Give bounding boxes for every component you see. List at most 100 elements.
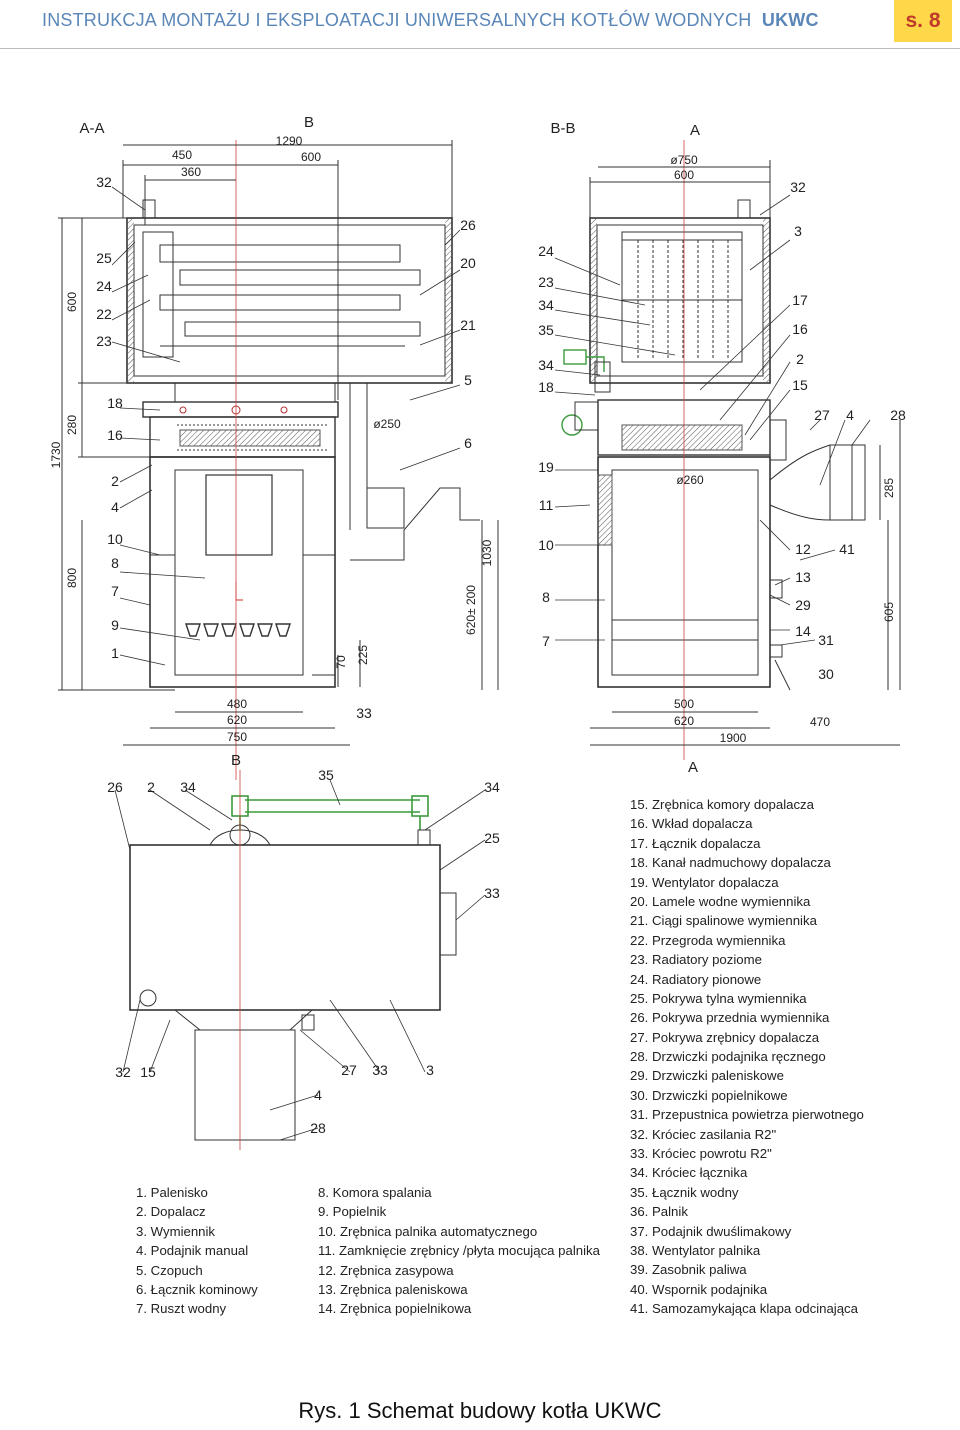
dim-label: 605 <box>882 602 896 622</box>
legend-item: 21. Ciągi spalinowe wymiennika <box>630 913 817 929</box>
legend-item: 22. Przegroda wymiennika <box>630 932 786 948</box>
callout: 26 <box>460 217 476 233</box>
dim-label: 600 <box>301 150 321 164</box>
legend-item: 28. Drzwiczki podajnika ręcznego <box>630 1049 826 1065</box>
legend-item: 29. Drzwiczki paleniskowe <box>630 1068 784 1084</box>
callout: 14 <box>795 623 811 639</box>
callout: 18 <box>538 379 554 395</box>
callout: 18 <box>107 395 123 411</box>
legend-item: 39. Zasobnik paliwa <box>630 1262 747 1278</box>
callout: 15 <box>792 377 808 393</box>
figure-caption: Rys. 1 Schemat budowy kotła UKWC <box>298 1398 662 1423</box>
dim-label: 620 <box>227 713 247 727</box>
dim-label: ø260 <box>676 473 704 487</box>
top-view <box>129 770 457 1150</box>
legend-item: 8. Komora spalania <box>318 1185 432 1200</box>
legend-item: 27. Pokrywa zrębnicy dopalacza <box>630 1029 820 1045</box>
callout: 10 <box>538 537 554 553</box>
callout: 31 <box>818 632 834 648</box>
callout: 19 <box>538 459 554 475</box>
legend-item: 17. Łącznik dopalacza <box>630 835 761 851</box>
callout: 32 <box>96 174 112 190</box>
callout: 34 <box>180 779 196 795</box>
callout: 2 <box>796 351 804 367</box>
legend-item: 1. Palenisko <box>136 1185 208 1200</box>
dim-label: 600 <box>674 168 694 182</box>
dim-label: 360 <box>181 165 201 179</box>
dim-label: 750 <box>227 730 247 744</box>
legend-item: 19. Wentylator dopalacza <box>630 874 779 890</box>
callout: 34 <box>538 297 554 313</box>
dim-label: 1290 <box>276 134 303 148</box>
legend-item: 24. Radiatory pionowe <box>630 971 762 987</box>
callout: 28 <box>890 407 906 423</box>
legend-column-3: 15. Zrębnica komory dopalacza 16. Wkład … <box>630 795 864 1319</box>
dim-label: 450 <box>172 148 192 162</box>
legend-item: 31. Przepustnica powietrza pierwotnego <box>630 1107 864 1123</box>
callout: 34 <box>484 779 500 795</box>
legend-item: 38. Wentylator palnika <box>630 1242 761 1258</box>
dim-label: 225 <box>356 645 370 665</box>
dim-label: 600 <box>65 292 79 312</box>
callout: 16 <box>107 427 123 443</box>
legend-item: 4. Podajnik manual <box>136 1243 249 1259</box>
callout: 32 <box>790 179 806 195</box>
legend-item: 37. Podajnik dwuślimakowy <box>630 1223 792 1239</box>
dim-label: ø750 <box>670 153 698 167</box>
callout: 8 <box>542 589 550 605</box>
callout: 24 <box>538 243 554 259</box>
legend-item: 30. Drzwiczki popielnikowe <box>630 1087 788 1103</box>
dim-label: 70 <box>334 655 348 669</box>
callout: 32 <box>115 1064 131 1080</box>
callout: 12 <box>795 541 811 557</box>
callout: 33 <box>484 885 500 901</box>
callout: 41 <box>839 541 855 557</box>
legend-item: 16. Wkład dopalacza <box>630 816 753 832</box>
callout: 6 <box>464 435 472 451</box>
legend-item: 34. Króciec łącznika <box>630 1165 748 1181</box>
callout: 8 <box>111 555 119 571</box>
callout: 7 <box>111 583 119 599</box>
section-marker-b: B <box>304 114 314 131</box>
section-label-bb: B-B <box>550 120 575 137</box>
legend-item: 14. Zrębnica popielnikowa <box>318 1301 472 1317</box>
dim-label: 620± 200 <box>464 585 478 635</box>
legend-item: 33. Króciec powrotu R2" <box>630 1146 772 1162</box>
callout: 3 <box>426 1062 434 1078</box>
legend-item: 9. Popielnik <box>318 1204 387 1220</box>
page-header: INSTRUKCJA MONTAŻU I EKSPLOATACJI UNIWER… <box>0 0 960 49</box>
callout: 20 <box>460 255 476 271</box>
section-aa-view <box>58 140 499 780</box>
callout: 10 <box>107 531 123 547</box>
dim-label: 500 <box>674 697 694 711</box>
callout: 9 <box>111 617 119 633</box>
section-marker-a: A <box>688 759 698 776</box>
section-marker-b: B <box>231 752 241 769</box>
callout: 13 <box>795 569 811 585</box>
callout: 4 <box>111 499 119 515</box>
callout: 35 <box>318 767 334 783</box>
callout: 22 <box>96 306 112 322</box>
leader-lines <box>111 186 871 1141</box>
legend-item: 5. Czopuch <box>136 1262 203 1278</box>
legend-item: 35. Łącznik wodny <box>630 1184 739 1200</box>
callout: 29 <box>795 597 811 613</box>
legend-item: 25. Pokrywa tylna wymiennika <box>630 990 807 1006</box>
document-title: INSTRUKCJA MONTAŻU I EKSPLOATACJI UNIWER… <box>42 10 819 30</box>
dim-label: 1730 <box>49 441 63 468</box>
callout: 11 <box>539 497 554 513</box>
dim-label: 800 <box>65 568 79 588</box>
legend-item: 7. Ruszt wodny <box>136 1301 227 1317</box>
legend-column-2: 8. Komora spalania 9. Popielnik 10. Zręb… <box>318 1183 600 1319</box>
callout: 15 <box>140 1064 156 1080</box>
dim-label: 280 <box>65 415 79 435</box>
dim-label: ø250 <box>373 417 401 431</box>
legend-item: 18. Kanał nadmuchowy dopalacza <box>630 855 831 871</box>
callout: 35 <box>538 322 554 338</box>
callout: 30 <box>818 666 834 682</box>
callout: 21 <box>460 317 476 333</box>
legend-item: 10. Zrębnica palnika automatycznego <box>318 1223 538 1239</box>
callout: 24 <box>96 278 112 294</box>
callout: 3 <box>794 223 802 239</box>
